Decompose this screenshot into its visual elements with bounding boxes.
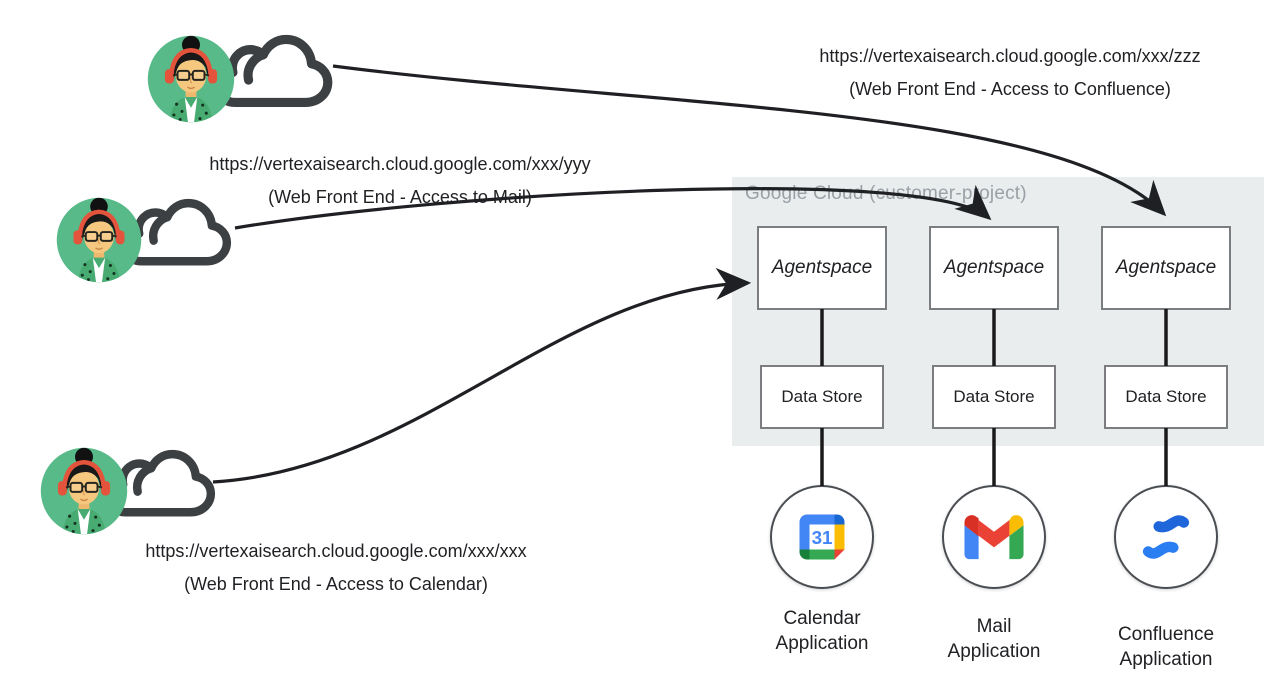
- agentspace-box-mail: Agentspace: [929, 226, 1059, 310]
- mail-application-label: Mail Application: [947, 616, 1041, 662]
- url-caption: (Web Front End - Access to Confluence): [849, 79, 1171, 99]
- agentspace-box-calendar: Agentspace: [757, 226, 887, 310]
- url-block-mail: https://vertexaisearch.cloud.google.com/…: [172, 148, 628, 214]
- url-caption: (Web Front End - Access to Mail): [268, 187, 532, 207]
- mail-application-node: [942, 485, 1046, 589]
- url-text: https://vertexaisearch.cloud.google.com/…: [819, 46, 1201, 66]
- gmail-icon: [964, 515, 1024, 560]
- confluence-application-node: [1114, 485, 1218, 589]
- calendar-application-node: [770, 485, 874, 589]
- agentspace-label: Agentspace: [1115, 257, 1217, 278]
- url-block-confluence: https://vertexaisearch.cloud.google.com/…: [782, 40, 1238, 106]
- agentspace-label: Agentspace: [943, 257, 1045, 278]
- url-text: https://vertexaisearch.cloud.google.com/…: [145, 541, 527, 561]
- datastore-box-mail: Data Store: [932, 365, 1056, 429]
- user-avatar-middle: [55, 196, 143, 284]
- agentspace-box-confluence: Agentspace: [1101, 226, 1231, 310]
- confluence-icon: [1133, 504, 1199, 570]
- datastore-box-calendar: Data Store: [760, 365, 884, 429]
- url-block-calendar: https://vertexaisearch.cloud.google.com/…: [108, 535, 564, 601]
- datastore-label: Data Store: [953, 387, 1035, 406]
- user-avatar-top: [146, 34, 236, 124]
- url-text: https://vertexaisearch.cloud.google.com/…: [209, 154, 591, 174]
- datastore-label: Data Store: [1125, 387, 1207, 406]
- google-calendar-icon: [799, 514, 845, 560]
- user-avatar-bottom: [39, 446, 129, 536]
- datastore-label: Data Store: [781, 387, 863, 406]
- calendar-application-label: Calendar Application: [775, 608, 869, 654]
- datastore-box-confluence: Data Store: [1104, 365, 1228, 429]
- agentspace-label: Agentspace: [771, 257, 873, 278]
- arrow-user-bottom-to-agentspace-calendar: [212, 267, 752, 484]
- url-caption: (Web Front End - Access to Calendar): [184, 574, 488, 594]
- confluence-application-label: Confluence Application: [1117, 624, 1215, 670]
- google-cloud-project-title: Google Cloud (customer-project): [745, 183, 1027, 204]
